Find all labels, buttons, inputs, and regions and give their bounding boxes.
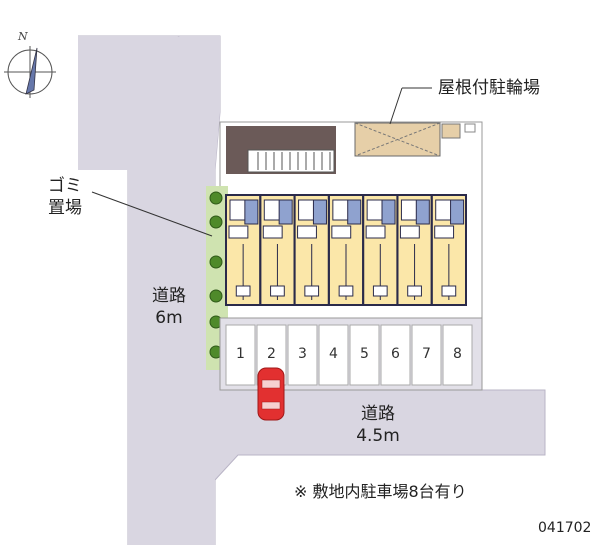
shrub-icon <box>209 289 223 303</box>
unit-stair <box>415 199 430 225</box>
map-code: 041702 <box>538 520 592 536</box>
apartment-units <box>225 194 468 306</box>
unit-stair <box>278 199 293 225</box>
unit-kitchen <box>365 225 386 239</box>
canopy-stripes <box>257 152 331 170</box>
unit-stair <box>312 199 327 225</box>
car-rear-window <box>261 401 281 410</box>
bike-stand <box>441 123 461 139</box>
parking-space <box>225 324 256 386</box>
entrance-canopy <box>247 149 335 173</box>
road-south-label-1: 道路 <box>361 404 395 424</box>
unit-window <box>235 285 251 297</box>
parking-space-number: 2 <box>267 346 276 362</box>
unit-bath <box>263 199 281 221</box>
parking-space <box>442 324 473 386</box>
bike-parking-leader-2 <box>389 87 403 125</box>
shrubs <box>209 191 223 359</box>
compass-icon <box>4 46 56 98</box>
compass-north-label: N <box>17 30 28 43</box>
car-windshield <box>261 379 281 389</box>
unit-window <box>338 285 354 297</box>
shrub-icon <box>209 255 223 269</box>
garbage-label-2: 置場 <box>48 198 82 218</box>
car-icon <box>257 367 285 421</box>
unit-bath <box>435 199 452 221</box>
unit-stair <box>381 199 396 225</box>
parking-space-number: 1 <box>236 346 245 362</box>
unit-window <box>407 285 422 297</box>
parking-space <box>287 324 318 386</box>
parking-space-number: 8 <box>453 346 462 362</box>
road-south-label-2: 4.5m <box>356 426 400 446</box>
unit-window <box>441 285 457 297</box>
unit-kitchen <box>331 225 352 239</box>
parking-space-number: 7 <box>422 346 431 362</box>
unit-bath <box>400 199 418 221</box>
road-west-label-2: 6m <box>155 308 183 328</box>
bike-parking-label: 屋根付駐輪場 <box>438 78 540 98</box>
unit-kitchen <box>399 225 420 239</box>
unit-outline <box>430 194 468 306</box>
road-gap <box>80 36 220 545</box>
road-west-label-1: 道路 <box>152 286 186 306</box>
parking-space <box>380 324 411 386</box>
garbage-leader <box>91 191 213 237</box>
unit-kitchen <box>262 225 283 239</box>
parking-space <box>411 324 442 386</box>
parking-space <box>349 324 380 386</box>
parking-space-number: 5 <box>360 346 369 362</box>
unit-stair <box>244 199 259 225</box>
unit-stair <box>347 199 362 225</box>
shrub-icon <box>209 215 223 229</box>
unit-bath <box>298 199 315 221</box>
unit-bath <box>366 199 384 221</box>
car-body <box>257 367 285 421</box>
unit-window <box>372 285 388 297</box>
parking-space-number: 3 <box>298 346 307 362</box>
unit-kitchen <box>434 225 455 239</box>
unit-stair <box>450 199 465 225</box>
unit-bath <box>332 199 349 221</box>
unit-kitchen <box>228 225 249 239</box>
parking-space <box>318 324 349 386</box>
parking-note: ※ 敷地内駐車場8台有り <box>294 482 467 501</box>
compass-needle <box>25 47 38 95</box>
lot-edge-marker <box>464 123 476 133</box>
shrub-icon <box>209 191 223 205</box>
unit-kitchen <box>297 225 317 239</box>
parking-space-number: 6 <box>391 346 400 362</box>
unit-bath <box>229 199 246 221</box>
unit-window <box>270 285 285 297</box>
parking-space-number: 4 <box>329 346 338 362</box>
garbage-label-1: ゴミ <box>48 176 82 196</box>
unit-window <box>304 285 320 297</box>
bike-roof-diag-2 <box>354 122 441 157</box>
